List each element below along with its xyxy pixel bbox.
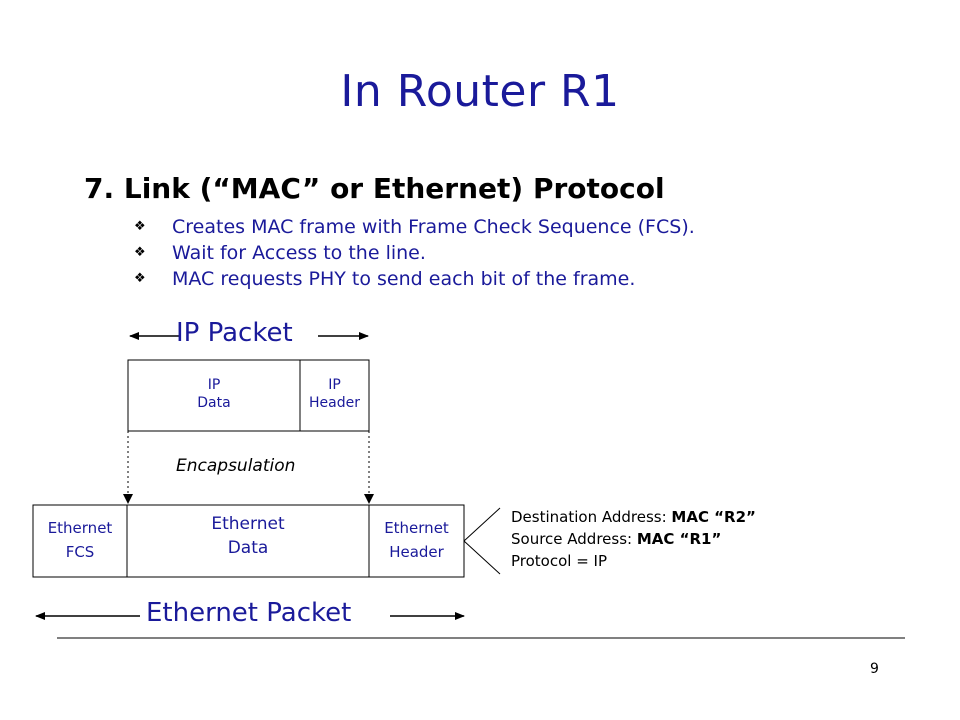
ip-header-line1: IP [328,377,341,393]
bullet-item: ❖ Creates MAC frame with Frame Check Seq… [132,214,695,240]
destination-address-label: Destination Address: [511,508,672,526]
ethernet-packet-label: Ethernet Packet [146,598,352,628]
ethernet-fcs-box [32,504,128,578]
encapsulation-left-arrowhead [123,494,133,504]
section-heading: 7. Link (“MAC” or Ethernet) Protocol [84,172,665,205]
ip-data-line1: IP [207,377,221,393]
ip-header-box [299,359,370,432]
encapsulation-label: Encapsulation [176,456,296,476]
bullet-text: MAC requests PHY to send each bit of the… [172,268,636,290]
ip-data-line2: Data [197,395,231,411]
bullet-text: Creates MAC frame with Frame Check Seque… [172,216,695,238]
ethernet-header-line2: Header [389,543,444,561]
protocol-field: Protocol = IP [511,552,608,570]
ip-header-label: IP Header [300,376,369,412]
ip-header-line2: Header [309,395,360,411]
bullet-item: ❖ MAC requests PHY to send each bit of t… [132,266,695,292]
encapsulation-right-arrowhead [364,494,374,504]
source-address: Source Address: MAC “R1” [511,528,756,550]
slide-title: In Router R1 [340,66,620,117]
ethernet-fcs-line2: FCS [65,543,95,561]
bullet-item: ❖ Wait for Access to the line. [132,240,695,266]
ethernet-data-label: Ethernet Data [127,512,369,560]
bullet-list: ❖ Creates MAC frame with Frame Check Seq… [132,214,695,292]
bullet-text: Wait for Access to the line. [172,242,426,264]
diamond-bullet-icon: ❖ [134,245,146,260]
header-fields: Destination Address: MAC “R2” Source Add… [511,506,756,572]
ethernet-fcs-label: Ethernet FCS [33,516,127,564]
header-brace-top [463,507,501,542]
ip-data-label: IP Data [128,376,300,412]
ethernet-header-line1: Ethernet [384,519,449,537]
source-address-label: Source Address: [511,530,637,548]
source-address-value: MAC “R1” [636,530,722,548]
diamond-bullet-icon: ❖ [134,219,146,234]
ethernet-data-box [126,504,370,578]
header-brace-bottom [463,540,501,575]
page-number: 9 [870,661,879,677]
diamond-bullet-icon: ❖ [134,271,146,286]
destination-address: Destination Address: MAC “R2” [511,506,756,528]
ethernet-header-label: Ethernet Header [369,516,464,564]
destination-address-value: MAC “R2” [671,508,756,526]
ethernet-data-line1: Ethernet [211,514,285,534]
ethernet-header-box [368,504,465,578]
ethernet-fcs-line1: Ethernet [47,519,113,537]
ip-packet-label: IP Packet [176,318,293,348]
ethernet-data-line2: Data [227,538,269,558]
